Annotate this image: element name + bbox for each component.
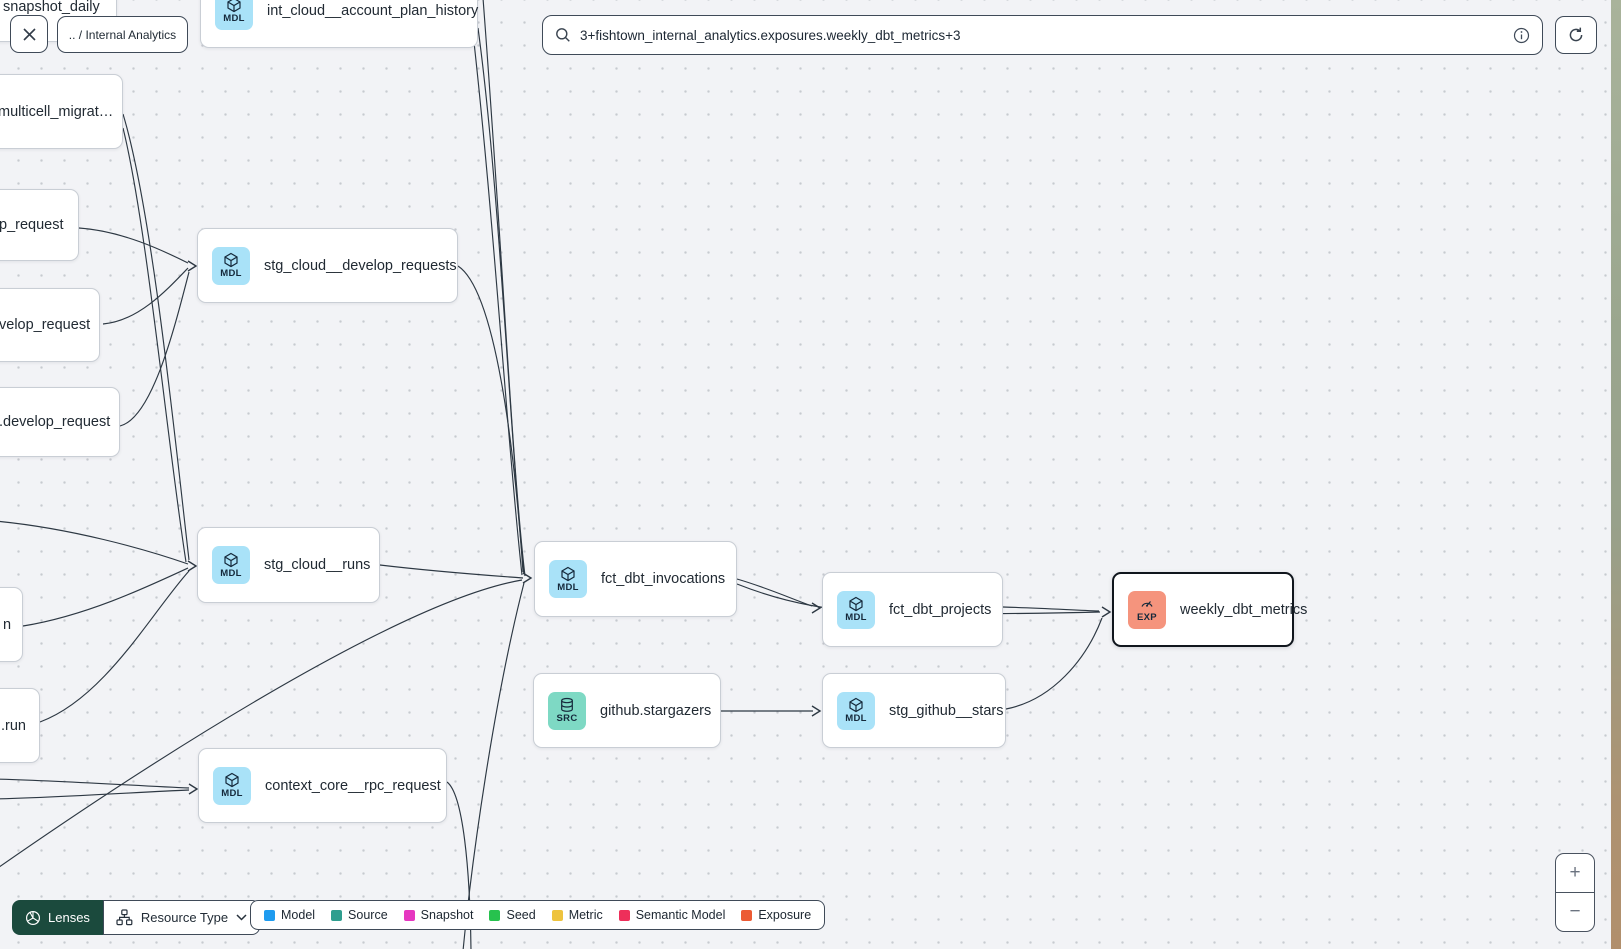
cube-icon bbox=[225, 773, 239, 788]
refresh-icon bbox=[1569, 27, 1583, 42]
node-label: n bbox=[3, 616, 12, 633]
semantic-model-swatch bbox=[618, 909, 630, 921]
node-label: stg_github__stars bbox=[889, 702, 1004, 719]
lenses-toolbar: Lenses Resource Type bbox=[12, 900, 261, 935]
node-label: snapshot_daily bbox=[3, 0, 100, 15]
node-label: github.stargazers bbox=[600, 702, 712, 719]
hierarchy-icon bbox=[116, 909, 133, 926]
node-n[interactable]: n bbox=[0, 587, 23, 662]
model-badge: MDL bbox=[213, 766, 251, 805]
search-bar bbox=[542, 15, 1543, 55]
cube-icon bbox=[849, 698, 863, 713]
cube-icon bbox=[849, 597, 863, 612]
node-label: int_cloud__account_plan_history bbox=[267, 2, 479, 19]
model-badge: MDL bbox=[837, 590, 875, 629]
gauge-icon bbox=[1141, 601, 1153, 608]
node-p-request[interactable]: p_request bbox=[0, 189, 79, 261]
node-develop-request[interactable]: .develop_request bbox=[0, 387, 120, 457]
breadcrumb-button[interactable]: .. / Internal Analytics bbox=[57, 16, 188, 53]
lenses-label: Lenses bbox=[48, 910, 90, 925]
node-weekly-dbt-metrics[interactable]: EXP weekly_dbt_metrics bbox=[1112, 572, 1307, 647]
node-fct-dbt-invocations[interactable]: MDL fct_dbt_invocations bbox=[534, 541, 737, 617]
zoom-controls: + − bbox=[1555, 853, 1595, 932]
node-run[interactable]: .run bbox=[0, 688, 40, 763]
node-github-stargazers[interactable]: SRC github.stargazers bbox=[533, 673, 721, 748]
legend-item-snapshot: Snapshot bbox=[403, 908, 473, 922]
seed-swatch bbox=[489, 909, 501, 921]
node-label: .develop_request bbox=[0, 414, 111, 430]
model-badge: MDL bbox=[215, 0, 253, 30]
close-icon bbox=[22, 27, 36, 41]
legend-item-metric: Metric bbox=[551, 908, 603, 922]
cube-icon bbox=[227, 0, 241, 13]
search-icon bbox=[556, 28, 570, 42]
zoom-out-button[interactable]: − bbox=[1556, 892, 1594, 931]
cube-icon bbox=[224, 253, 238, 268]
resource-type-legend: Model Source Snapshot Seed Metric Semant… bbox=[250, 900, 826, 930]
lenses-button[interactable]: Lenses bbox=[12, 900, 103, 935]
model-badge: MDL bbox=[837, 691, 875, 730]
info-icon[interactable] bbox=[1513, 27, 1530, 44]
legend-item-model: Model bbox=[264, 908, 315, 922]
node-context-core-rpc-request[interactable]: MDL context_core__rpc_request bbox=[198, 748, 447, 823]
breadcrumb: .. / Internal Analytics bbox=[68, 27, 177, 42]
legend-item-exposure: Exposure bbox=[741, 908, 811, 922]
search-input[interactable] bbox=[580, 27, 1504, 43]
node-fct-dbt-projects[interactable]: MDL fct_dbt_projects bbox=[822, 572, 1003, 647]
node-int-cloud-account-plan-history[interactable]: MDL int_cloud__account_plan_history bbox=[200, 0, 478, 48]
refresh-button[interactable] bbox=[1555, 16, 1597, 54]
legend-item-source: Source bbox=[331, 908, 388, 922]
model-badge: MDL bbox=[549, 560, 587, 598]
resource-type-dropdown[interactable]: Resource Type bbox=[102, 900, 261, 935]
desktop-edge-strip bbox=[1611, 0, 1621, 949]
lens-icon bbox=[25, 910, 41, 925]
node-label: .run bbox=[1, 717, 26, 734]
legend-item-seed: Seed bbox=[489, 908, 536, 922]
node-label: p_request bbox=[0, 217, 64, 233]
model-badge: MDL bbox=[212, 246, 250, 285]
node-label: fct_dbt_invocations bbox=[601, 571, 726, 587]
source-swatch bbox=[331, 909, 343, 921]
snapshot-swatch bbox=[403, 909, 415, 921]
chevron-down-icon bbox=[236, 914, 247, 921]
source-badge: SRC bbox=[548, 691, 586, 730]
node-stg-cloud-develop-requests[interactable]: MDL stg_cloud__develop_requests bbox=[197, 228, 458, 303]
cube-icon bbox=[224, 552, 238, 567]
metric-swatch bbox=[551, 909, 563, 921]
node-label: fct_dbt_projects bbox=[889, 601, 992, 618]
close-button[interactable] bbox=[10, 15, 48, 53]
node-multicell-migrat[interactable]: multicell_migrat… bbox=[0, 74, 123, 149]
node-stg-github-stars[interactable]: MDL stg_github__stars bbox=[822, 673, 1006, 748]
node-label: stg_cloud__runs bbox=[264, 557, 371, 573]
node-velop-request[interactable]: velop_request bbox=[0, 288, 100, 362]
model-badge: MDL bbox=[212, 546, 250, 584]
node-label: stg_cloud__develop_requests bbox=[264, 257, 457, 274]
exposure-badge: EXP bbox=[1128, 590, 1166, 629]
resource-type-label: Resource Type bbox=[140, 910, 229, 925]
cube-icon bbox=[561, 566, 575, 581]
node-label: velop_request bbox=[0, 317, 91, 333]
node-stg-cloud-runs[interactable]: MDL stg_cloud__runs bbox=[197, 527, 380, 603]
exposure-swatch bbox=[741, 909, 753, 921]
node-label: weekly_dbt_metrics bbox=[1180, 601, 1308, 618]
node-label: context_core__rpc_request bbox=[265, 777, 441, 794]
node-label: multicell_migrat… bbox=[0, 103, 114, 120]
database-icon bbox=[561, 698, 573, 713]
zoom-in-button[interactable]: + bbox=[1569, 862, 1581, 883]
legend-item-semantic-model: Semantic Model bbox=[618, 908, 725, 922]
model-swatch bbox=[264, 909, 275, 921]
